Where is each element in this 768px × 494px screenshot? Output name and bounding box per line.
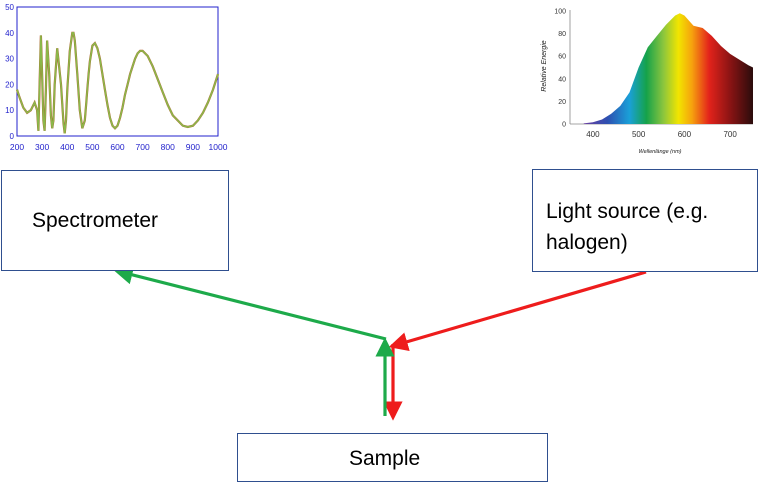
spectrometer-label: Spectrometer [32, 209, 159, 232]
right-x-tick-label: 500 [632, 130, 646, 139]
left-x-tick-label: 1000 [209, 142, 228, 152]
light-source-spectrum-chart: Relative Energie 0 20 40 60 80 100 400 500 600 7… [541, 9, 753, 155]
left-y-tick-label: 0 [10, 132, 15, 141]
right-y-tick-label: 100 [554, 9, 566, 16]
left-y-tick-label: 50 [5, 3, 14, 12]
left-x-tick-label: 300 [35, 142, 49, 152]
reflected-light-arrow [113, 265, 387, 341]
left-x-tick-label: 900 [186, 142, 200, 152]
spectrometer-chart: 0 10 20 30 40 50 200 300 400 500 600 700 800 900 1000 [5, 3, 228, 152]
light-source-label-line-1: Light source (e.g. [546, 200, 709, 223]
sample-box: Sample [237, 433, 548, 482]
left-x-tick-label: 700 [136, 142, 150, 152]
left-x-tick-label: 200 [10, 142, 24, 152]
light-source-ylabel: Relative Energie [541, 40, 548, 91]
right-y-tick-label: 20 [558, 99, 566, 106]
left-y-tick-label: 20 [5, 80, 14, 89]
left-x-tick-label: 600 [110, 142, 124, 152]
incident-light-arrow [388, 270, 647, 351]
right-y-tick-label: 40 [558, 76, 566, 83]
left-x-tick-label: 800 [161, 142, 175, 152]
spectrum-line [16, 31, 219, 134]
right-y-tick-label: 0 [562, 122, 566, 129]
light-source-box: Light source (e.g. halogen) [532, 169, 758, 272]
emission-spectrum-area [583, 13, 753, 124]
right-x-tick-label: 600 [678, 130, 692, 139]
light-source-xlabel: Wellenlänge (nm) [638, 149, 681, 155]
right-x-tick-label: 400 [586, 130, 600, 139]
right-x-tick-label: 700 [723, 130, 737, 139]
light-source-label-line-2: halogen) [546, 231, 628, 254]
sample-label: Sample [349, 447, 421, 470]
left-y-tick-label: 10 [5, 106, 14, 115]
left-x-tick-label: 500 [85, 142, 99, 152]
right-y-tick-label: 60 [558, 54, 566, 61]
left-y-tick-label: 40 [5, 29, 14, 38]
spectrometer-box: Spectrometer [1, 170, 229, 271]
left-y-tick-label: 30 [5, 55, 14, 64]
right-y-tick-label: 80 [558, 31, 566, 38]
left-x-tick-label: 400 [60, 142, 74, 152]
light-source-label: Light source (e.g. halogen) [546, 196, 708, 258]
